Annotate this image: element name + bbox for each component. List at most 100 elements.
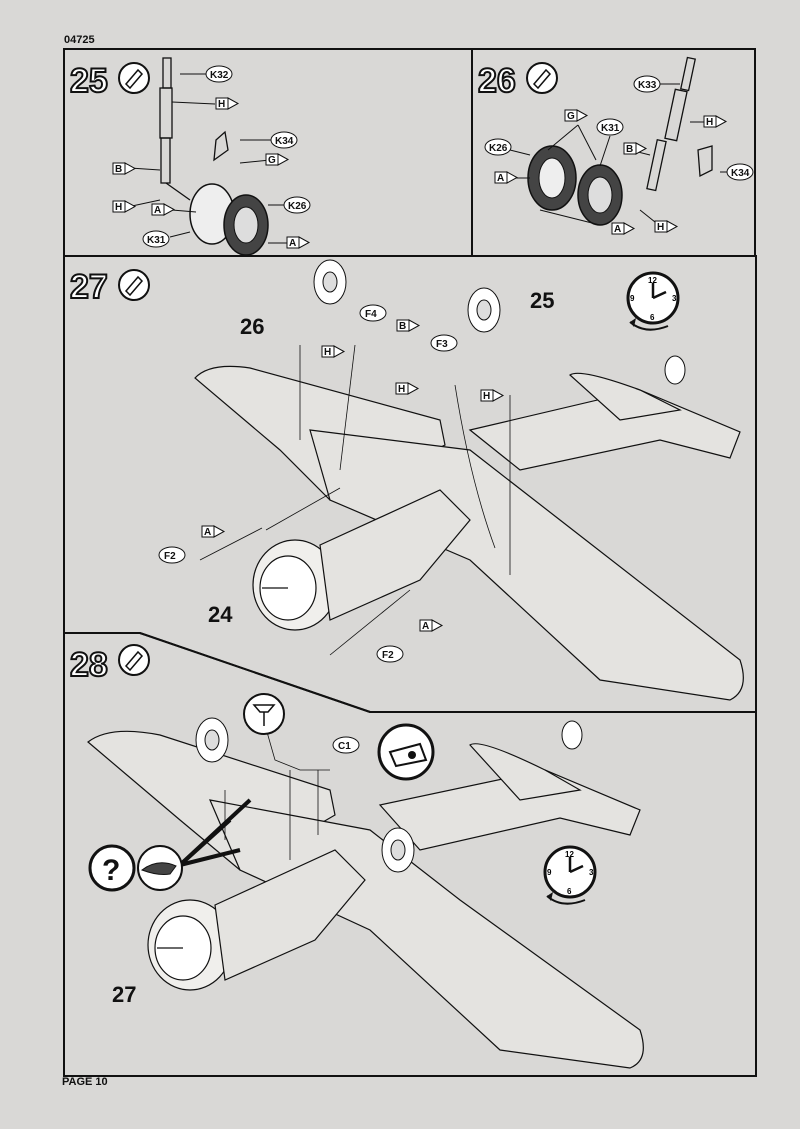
part-H: H bbox=[112, 200, 137, 213]
svg-text:H: H bbox=[657, 222, 664, 233]
svg-text:12: 12 bbox=[648, 276, 657, 285]
part-K26: K26 bbox=[283, 196, 311, 214]
svg-text:3: 3 bbox=[589, 868, 594, 877]
part-K34: K34 bbox=[270, 131, 298, 149]
weathering-pointer-lines bbox=[178, 798, 252, 867]
svg-text:K31: K31 bbox=[147, 235, 166, 246]
part-K26: K26 bbox=[484, 138, 512, 156]
subassembly-25: 25 bbox=[530, 288, 554, 313]
part-A: A bbox=[151, 203, 176, 216]
part-H: H bbox=[703, 115, 728, 128]
step-25-number: 25 bbox=[69, 61, 109, 101]
aircraft-outline-28 bbox=[87, 730, 644, 1069]
part-K34: K34 bbox=[726, 163, 754, 181]
step-26-number: 26 bbox=[477, 61, 517, 101]
svg-text:25: 25 bbox=[70, 62, 108, 100]
svg-text:9: 9 bbox=[630, 294, 635, 303]
svg-text:H: H bbox=[483, 391, 490, 402]
svg-text:G: G bbox=[268, 155, 276, 166]
svg-text:F4: F4 bbox=[365, 309, 377, 320]
step-26-part-labels: K33 G K31 H K26 B A K34 A H bbox=[484, 75, 754, 235]
svg-text:H: H bbox=[706, 117, 713, 128]
part-H: H bbox=[480, 389, 505, 402]
part-B: B bbox=[623, 142, 648, 155]
step-25-part-labels: K32 H K34 B G H A K26 K31 A bbox=[112, 65, 311, 249]
part-H: H bbox=[215, 97, 240, 110]
svg-text:A: A bbox=[289, 238, 296, 249]
svg-text:9: 9 bbox=[547, 868, 552, 877]
part-H: H bbox=[654, 220, 679, 233]
part-K33: K33 bbox=[633, 75, 661, 93]
part-B: B bbox=[396, 319, 421, 332]
svg-text:3: 3 bbox=[672, 294, 677, 303]
wheel-28-right bbox=[381, 827, 415, 873]
svg-text:6: 6 bbox=[567, 887, 572, 896]
part-H: H bbox=[395, 382, 420, 395]
subassembly-27: 27 bbox=[112, 982, 136, 1007]
part-A: A bbox=[419, 619, 444, 632]
glue-icon bbox=[118, 62, 150, 94]
glue-applicator-callout-icon bbox=[243, 693, 285, 735]
svg-text:H: H bbox=[398, 384, 405, 395]
svg-text:28: 28 bbox=[70, 646, 108, 684]
part-K31: K31 bbox=[596, 118, 624, 136]
svg-text:A: A bbox=[497, 173, 504, 184]
step-28-panel bbox=[63, 632, 757, 1077]
knife-icon bbox=[137, 845, 183, 891]
wheel-27-right bbox=[467, 287, 501, 333]
masking-tape-icon bbox=[377, 723, 435, 781]
part-A: A bbox=[201, 525, 226, 538]
page-number: PAGE 10 bbox=[62, 1076, 108, 1088]
glue-icon bbox=[118, 644, 150, 676]
wheel-25 bbox=[189, 183, 269, 256]
wheel-27-left bbox=[313, 259, 347, 305]
svg-text:H: H bbox=[324, 347, 331, 358]
svg-text:6: 6 bbox=[650, 313, 655, 322]
step-27-labels: 26 25 24 F4 B H F3 H H A F2 A F2 bbox=[158, 288, 554, 663]
svg-text:K26: K26 bbox=[489, 143, 508, 154]
landing-gear-strut-25 bbox=[159, 57, 229, 201]
svg-text:F2: F2 bbox=[382, 650, 394, 661]
tail-wheel-28 bbox=[561, 720, 583, 750]
part-F3: F3 bbox=[430, 334, 458, 352]
svg-text:F2: F2 bbox=[164, 551, 176, 562]
svg-text:A: A bbox=[614, 224, 621, 235]
part-A: A bbox=[611, 222, 636, 235]
part-B: B bbox=[112, 162, 137, 175]
svg-text:H: H bbox=[218, 99, 225, 110]
step-27-number: 27 bbox=[69, 267, 109, 307]
part-A: A bbox=[494, 171, 519, 184]
part-F2: F2 bbox=[376, 645, 404, 663]
svg-text:K33: K33 bbox=[638, 80, 657, 91]
part-A: A bbox=[286, 236, 311, 249]
svg-text:K31: K31 bbox=[601, 123, 620, 134]
part-K32: K32 bbox=[205, 65, 233, 83]
svg-text:C1: C1 bbox=[338, 741, 351, 752]
svg-text:G: G bbox=[567, 111, 575, 122]
svg-text:F3: F3 bbox=[436, 339, 448, 350]
part-G: G bbox=[265, 153, 290, 166]
svg-text:H: H bbox=[115, 202, 122, 213]
question-mark-icon: ? bbox=[88, 844, 136, 892]
svg-text:A: A bbox=[204, 527, 211, 538]
landing-gear-strut-26 bbox=[646, 56, 713, 192]
step-28-labels: 27 C1 bbox=[112, 736, 360, 1007]
wheel-28-left bbox=[195, 717, 229, 763]
kit-number: 04725 bbox=[64, 34, 95, 46]
subassembly-24: 24 bbox=[208, 602, 233, 627]
svg-text:27: 27 bbox=[70, 268, 108, 306]
svg-text:K34: K34 bbox=[275, 136, 294, 147]
svg-text:26: 26 bbox=[478, 62, 516, 100]
svg-text:B: B bbox=[399, 321, 406, 332]
part-F2: F2 bbox=[158, 546, 186, 564]
svg-text:K34: K34 bbox=[731, 168, 750, 179]
aircraft-outline-27 bbox=[194, 365, 744, 701]
part-G: G bbox=[564, 109, 589, 122]
svg-text:?: ? bbox=[102, 854, 120, 887]
part-H: H bbox=[321, 345, 346, 358]
svg-text:A: A bbox=[154, 205, 161, 216]
glue-icon bbox=[118, 269, 150, 301]
subassembly-26: 26 bbox=[240, 314, 264, 339]
tail-wheel-27 bbox=[664, 355, 686, 385]
